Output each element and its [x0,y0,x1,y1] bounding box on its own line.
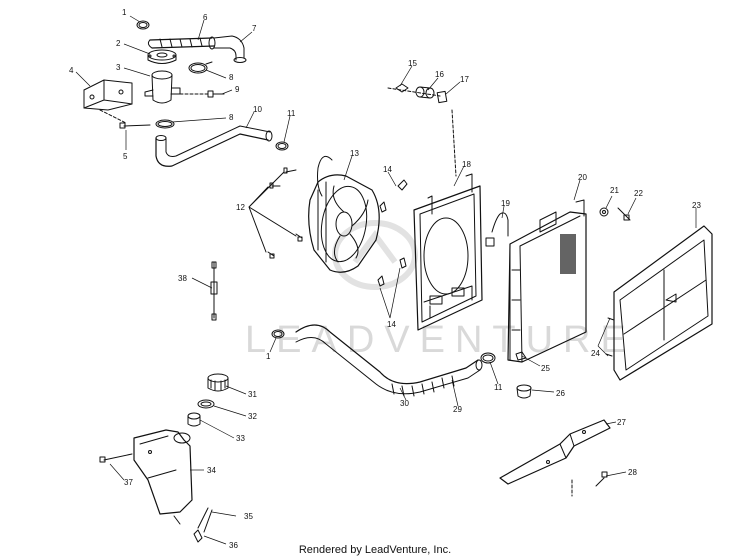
callout-label: 35 [244,512,253,521]
callout-label: 12 [236,203,245,212]
radiator-hose-part [295,324,483,397]
overflow-tube-part [197,507,213,533]
callout-label: 11 [494,383,503,392]
grommet-part [387,83,441,97]
callout-label: 5 [123,152,128,161]
radiator-cap-part [147,49,177,64]
hose-clamp-part [188,61,213,74]
callout-label: 32 [248,412,257,421]
callout-label: 4 [69,66,74,75]
callout-label: 25 [541,364,550,373]
tube-clamp-part [193,529,203,543]
hose-clamp-part [155,119,175,129]
callout-label: 30 [400,399,409,408]
reservoir-neck-part [187,412,201,427]
callout-label: 10 [253,105,262,114]
mounting-bracket-part [83,79,133,124]
reservoir-cap-part [207,373,229,392]
callout-label: 14 [383,165,392,174]
callout-label: 22 [634,189,643,198]
callout-label: 21 [610,186,619,195]
cooling-fan-part [308,155,380,273]
radiator-screen-part [605,225,713,381]
hose-clamp-part [136,20,150,30]
radiator-part [507,199,587,363]
callout-label: 11 [287,109,296,118]
callout-label: 8 [229,113,234,122]
render-credit: Rendered by LeadVenture, Inc. [299,544,451,556]
bolt-part [99,453,133,463]
filler-neck-part [144,70,181,104]
callout-label: 13 [350,149,359,158]
upper-hose-part [147,37,215,49]
hose-clamp-part [275,141,289,151]
callout-label: 14 [387,320,396,329]
callout-label: 27 [617,418,626,427]
hose-clamp-part [480,352,496,364]
callout-label: 31 [248,390,257,399]
fan-screw-set-part [248,167,303,259]
callout-label: 26 [556,389,565,398]
watermark-text: LEADVENTURE [245,319,636,361]
callout-label: 23 [692,201,701,210]
callout-label: 1 [266,352,271,361]
screw-part [617,207,631,221]
callout-label: 20 [578,173,587,182]
lower-support-bracket-part [499,419,611,497]
callout-label: 17 [460,75,469,84]
lower-hose-part [155,125,273,167]
leader-lines [75,15,697,545]
callout-label: 19 [501,199,510,208]
grommet-part [516,384,532,399]
cap-gasket-part [197,399,215,409]
temperature-sensor-part [485,212,509,247]
callout-label: 37 [124,478,133,487]
callout-label: 34 [207,466,216,475]
callout-label: 1 [122,8,127,17]
callout-label: 28 [628,468,637,477]
callout-label: 38 [178,274,187,283]
callout-label: 8 [229,73,234,82]
hose-clamp-part [271,329,285,339]
callout-label: 2 [116,39,121,48]
callout-label: 16 [435,70,444,79]
callout-label: 9 [235,85,240,94]
washer-part [599,207,609,217]
bolt-part [179,90,225,98]
fan-shroud-part [413,173,483,331]
retainer-clip-part [377,179,408,287]
callout-label: 6 [203,13,208,22]
spacer-part [436,90,457,177]
callout-label: 33 [236,434,245,443]
callout-label: 29 [453,405,462,414]
callout-label: 36 [229,541,238,550]
coolant-reservoir-part [133,429,193,525]
hose-elbow-part [208,35,247,63]
bleeder-valve-part [210,261,218,321]
callout-label: 24 [591,349,600,358]
callout-label: 3 [116,63,121,72]
screw-part [119,122,151,129]
callout-label: 15 [408,59,417,68]
watermark: LEADVENTURE [245,220,636,361]
screw-part [595,471,608,487]
callout-label: 7 [252,24,257,33]
callout-label: 18 [462,160,471,169]
